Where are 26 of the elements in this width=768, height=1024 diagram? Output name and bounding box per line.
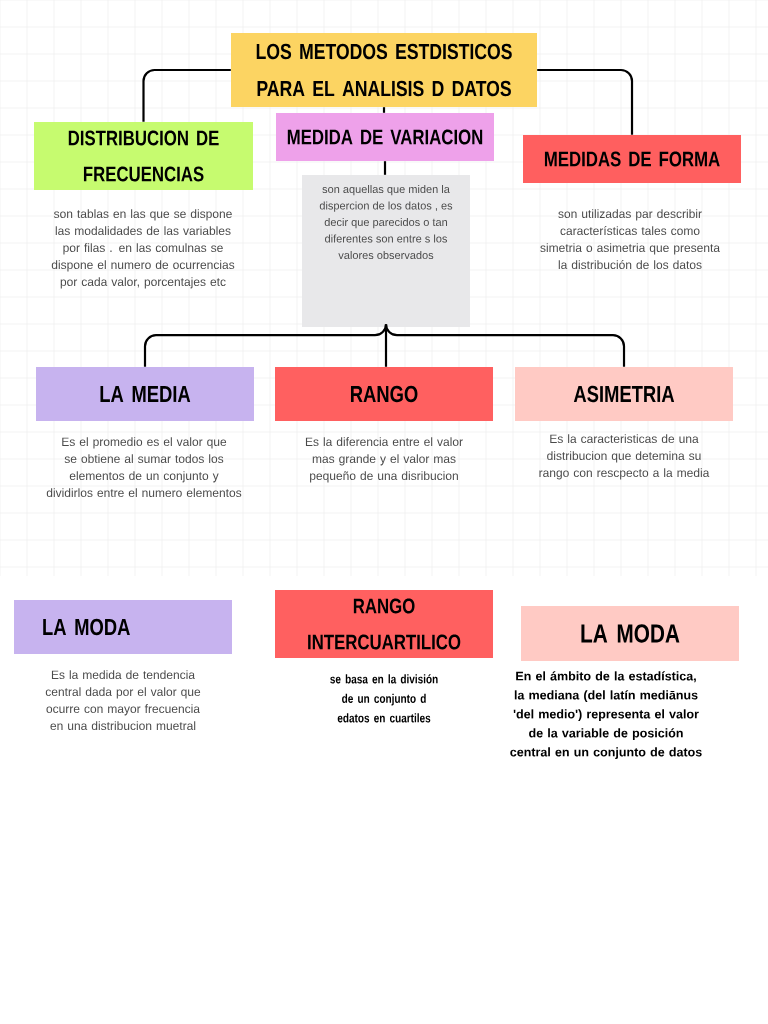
- description-text: son tablas en las que se dispone las modalidades de las variables por filas . en las comulnas se dispone el numero de ocurrencias por cada valor, porcentajes etc: [51, 209, 235, 289]
- category-box: DISTRIBUCION DE FRECUENCIAS: [34, 122, 253, 190]
- connector-line: [382, 107, 386, 113]
- connector-line: [384, 327, 388, 367]
- category-box: LA MODA: [14, 600, 232, 654]
- connector-line: [383, 161, 387, 175]
- category-box: LA MEDIA: [36, 367, 254, 421]
- category-box: ASIMETRIA: [515, 367, 733, 421]
- description-box: son aquellas que miden la dispercion de los datos , es decir que parecidos o tan diferentes son entre s los valores observados: [302, 175, 470, 327]
- category-box: RANGO: [275, 367, 493, 421]
- connector-line: [384, 323, 626, 367]
- category-box: MEDIDAS DE FORMA: [523, 135, 741, 183]
- category-box: MEDIDA DE VARIACION: [276, 113, 494, 161]
- title-box: LOS METODOS ESTDISTICOS PARA EL ANALISIS D DATOS: [231, 33, 537, 107]
- connector-line: [142, 68, 231, 122]
- description-text: se basa en la división de un conjunto d edatos en cuartiles: [330, 674, 438, 723]
- description-text: En el ámbito de la estadística, la mediana (del latín mediānus 'del medio') representa el valor de la variable de posición central en un conjunto de datos: [510, 671, 702, 759]
- description-text: Es la diferencia entre el valor mas grande y el valor mas pequeño de una disribucion: [305, 437, 463, 483]
- description-text: son utilizadas par describir características tales como simetria o asimetria que presenta la distribución de los datos: [540, 209, 720, 269]
- description-text: Es la medida de tendencia central dada por el valor que ocurre con mayor frecuencia en una distribucion muetral: [45, 670, 201, 730]
- connector-line: [537, 68, 634, 135]
- connector-line: [143, 323, 388, 367]
- description-text: Es el promedio es el valor que se obtiene al sumar todos los elementos de un conjunto y dividirlos entre el numero elementos: [46, 437, 242, 497]
- category-box: LA MODA: [521, 606, 739, 661]
- category-box: RANGO INTERCUARTILICO: [275, 590, 493, 658]
- description-text: Es la caracteristicas de una distribucion que detemina su rango con rescpecto a la media: [539, 434, 710, 480]
